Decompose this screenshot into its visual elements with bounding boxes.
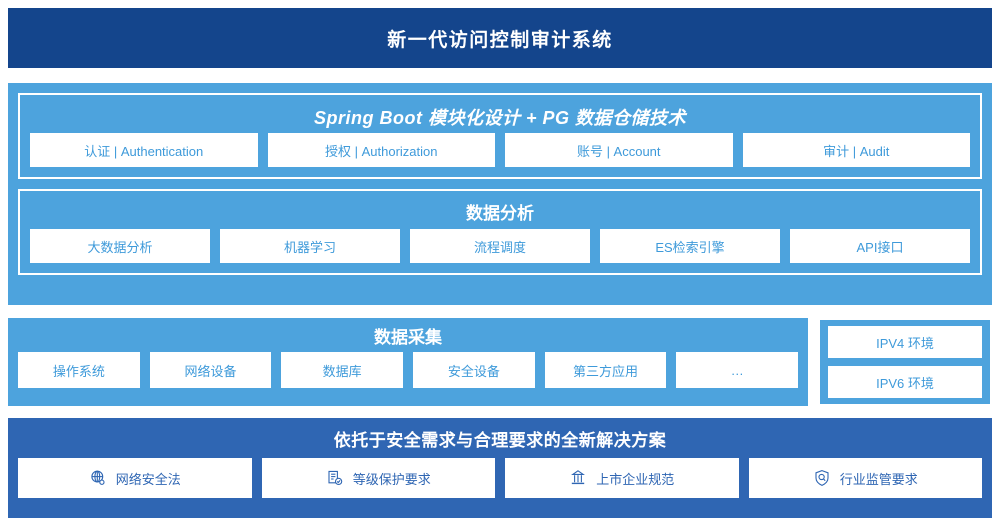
page-title: 新一代访问控制审计系统 — [387, 29, 613, 51]
compliance-item-listed-enterprise[interactable]: 上市企业规范 — [505, 458, 739, 498]
platform-group-title: Spring Boot 模块化设计 + PG 数据仓储技术 — [313, 108, 686, 128]
collect-item-database[interactable]: 数据库 — [281, 352, 404, 388]
compliance-item-cybersecurity-law[interactable]: 网络安全法 — [18, 458, 252, 498]
environment-item-ipv4[interactable]: IPV4 环境 — [828, 326, 982, 358]
platform-group-items: 认证 | Authentication 授权 | Authorization 账… — [30, 133, 970, 167]
analysis-item-machine-learning[interactable]: 机器学习 — [220, 229, 400, 263]
collection-row: 数据采集 操作系统 网络设备 数据库 安全设备 第三方应用 … IPV4 环境 … — [8, 318, 992, 406]
environment-item-ipv6[interactable]: IPV6 环境 — [828, 366, 982, 398]
collect-item-network-device[interactable]: 网络设备 — [149, 352, 272, 388]
environment-panel: IPV4 环境 IPV6 环境 — [818, 318, 992, 406]
platform-group-title: 数据分析 — [466, 204, 534, 223]
compliance-panel: 依托于安全需求与合理要求的全新解决方案 网络安全法 — [8, 418, 992, 518]
collect-item-operating-system[interactable]: 操作系统 — [18, 352, 140, 388]
collect-item-third-party-app[interactable]: 第三方应用 — [544, 352, 667, 388]
compliance-items: 网络安全法 等级保护要求 — [18, 458, 982, 498]
platform-group-items: 大数据分析 机器学习 流程调度 ES检索引擎 API接口 — [30, 229, 970, 263]
data-collection-items: 操作系统 网络设备 数据库 安全设备 第三方应用 … — [18, 352, 799, 388]
platform-item-audit[interactable]: 审计 | Audit — [742, 133, 970, 167]
platform-panel: Spring Boot 模块化设计 + PG 数据仓储技术 认证 | Authe… — [8, 83, 992, 305]
platform-item-authorization[interactable]: 授权 | Authorization — [267, 133, 495, 167]
collect-item-more[interactable]: … — [676, 352, 799, 388]
globe-icon — [89, 469, 107, 487]
document-check-icon — [326, 469, 344, 487]
compliance-item-industry-regulation[interactable]: 行业监管要求 — [748, 458, 982, 498]
compliance-item-label: 等级保护要求 — [352, 471, 431, 487]
analysis-item-es-search[interactable]: ES检索引擎 — [600, 229, 780, 263]
data-collection-panel: 数据采集 操作系统 网络设备 数据库 安全设备 第三方应用 … — [8, 318, 808, 406]
analysis-item-api[interactable]: API接口 — [790, 229, 970, 263]
platform-item-authentication[interactable]: 认证 | Authentication — [30, 133, 258, 167]
analysis-item-process-scheduling[interactable]: 流程调度 — [410, 229, 590, 263]
compliance-item-classified-protection[interactable]: 等级保护要求 — [261, 458, 495, 498]
platform-group-data-analysis: 数据分析 大数据分析 机器学习 流程调度 ES检索引擎 API接口 — [18, 189, 982, 275]
shield-search-icon — [813, 469, 831, 487]
analysis-item-big-data[interactable]: 大数据分析 — [30, 229, 210, 263]
platform-group-spring-boot: Spring Boot 模块化设计 + PG 数据仓储技术 认证 | Authe… — [18, 93, 982, 179]
header-bar: 新一代访问控制审计系统 — [8, 8, 992, 68]
platform-item-account[interactable]: 账号 | Account — [505, 133, 733, 167]
compliance-title: 依托于安全需求与合理要求的全新解决方案 — [333, 431, 667, 450]
compliance-item-label: 上市企业规范 — [596, 471, 675, 487]
bank-building-icon — [569, 469, 587, 487]
data-collection-title: 数据采集 — [374, 328, 442, 347]
compliance-item-label: 行业监管要求 — [839, 471, 918, 487]
compliance-item-label: 网络安全法 — [115, 471, 181, 487]
collect-item-security-device[interactable]: 安全设备 — [413, 352, 535, 388]
